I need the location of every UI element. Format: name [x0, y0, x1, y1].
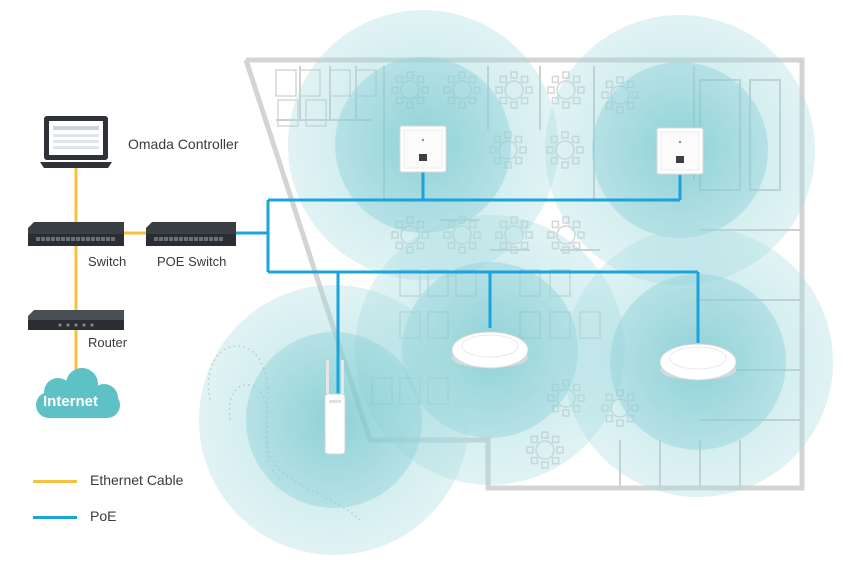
wall-access-point-icon — [656, 127, 704, 175]
chair — [551, 220, 560, 229]
switch-port — [91, 237, 95, 241]
switch-port — [164, 237, 168, 241]
chair — [547, 86, 555, 94]
switch-port — [76, 237, 80, 241]
switch-port — [174, 237, 178, 241]
switch-icon — [28, 222, 124, 246]
switch-port — [219, 237, 223, 241]
legend-poe-swatch — [33, 516, 77, 519]
controller-label: Omada Controller — [128, 136, 239, 152]
poe-switch-label: POE Switch — [157, 254, 227, 269]
ceiling-access-point-icon — [659, 343, 737, 381]
chair — [551, 75, 560, 84]
switch-port — [46, 237, 50, 241]
poe-cables — [236, 170, 700, 395]
router-icon — [28, 310, 124, 330]
switch-port — [61, 237, 65, 241]
switch-port — [189, 237, 193, 241]
switch-port — [106, 237, 110, 241]
laptop-icon — [40, 116, 112, 168]
legend-ethernet-label: Ethernet Cable — [90, 472, 184, 488]
switch-port — [154, 237, 158, 241]
switch-port — [71, 237, 75, 241]
poe-switch-icon — [146, 222, 236, 246]
switch-port — [214, 237, 218, 241]
cloud-icon — [36, 368, 120, 418]
internet-label: Internet — [43, 393, 99, 410]
switch-port — [194, 237, 198, 241]
legend-poe-label: PoE — [90, 508, 117, 524]
switch-port — [86, 237, 90, 241]
switch-port — [209, 237, 213, 241]
switch-port — [179, 237, 183, 241]
switch-port — [159, 237, 163, 241]
switch-port — [96, 237, 100, 241]
coverage-areas — [199, 10, 833, 555]
switch-port — [199, 237, 203, 241]
desk — [275, 69, 297, 97]
switch-port — [41, 237, 45, 241]
switch-port — [169, 237, 173, 241]
outdoor-access-point-icon — [324, 360, 346, 455]
switch-port — [56, 237, 60, 241]
ceiling-access-point-icon — [451, 331, 529, 369]
switch-port — [51, 237, 55, 241]
switch-port — [36, 237, 40, 241]
legend — [33, 480, 77, 519]
switch-port — [101, 237, 105, 241]
switch-port — [204, 237, 208, 241]
switch-port — [184, 237, 188, 241]
switch-port — [66, 237, 70, 241]
wall-access-point-icon — [399, 125, 447, 173]
switch-label: Switch — [88, 254, 127, 269]
switch-port — [81, 237, 85, 241]
legend-ethernet-swatch — [33, 480, 77, 483]
switch-port — [111, 237, 115, 241]
router-label: Router — [88, 335, 128, 350]
